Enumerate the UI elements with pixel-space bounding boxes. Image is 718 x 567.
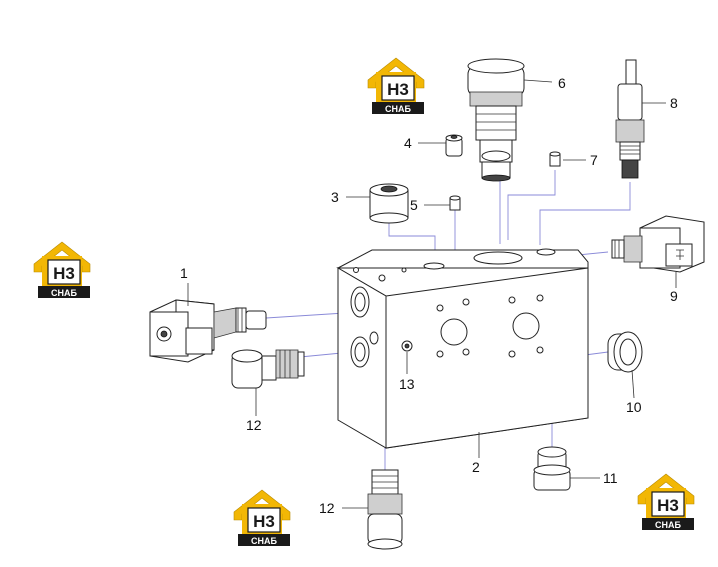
callout-2: 2 [472, 459, 480, 475]
part-10-plug [607, 331, 643, 373]
part-12-cartridge-bottom [367, 469, 403, 550]
logo-caption-text: CHAБ [251, 536, 277, 546]
callout-8: 8 [670, 95, 678, 111]
part-11-fitting [533, 446, 571, 491]
logo-caption-text: CHAБ [385, 104, 411, 114]
logo-top-center: H3 CHAБ [367, 57, 425, 115]
part-8-relief-valve [615, 59, 645, 179]
callout-leaders [187, 79, 677, 509]
part-1-solenoid-valve [149, 299, 267, 363]
callout-4: 4 [404, 135, 412, 151]
callout-10: 10 [626, 399, 642, 415]
callout-5: 5 [410, 197, 418, 213]
callout-6: 6 [558, 75, 566, 91]
part-6-cartridge-valve [467, 58, 525, 182]
callout-9: 9 [670, 288, 678, 304]
callout-1: 1 [180, 265, 188, 281]
part-7-orifice [549, 151, 561, 167]
logo-mark-text: H3 [387, 80, 409, 99]
callout-13: 13 [399, 376, 415, 392]
assembly-guide-lines [265, 170, 631, 470]
callout-7: 7 [590, 152, 598, 168]
logo-left: H3 CHAБ [33, 241, 91, 299]
part-3-plug [369, 183, 409, 224]
callout-11: 11 [603, 470, 618, 486]
part-9-solenoid-valve [611, 215, 705, 273]
callout-numbers: 1 2 3 4 5 6 7 8 9 10 11 12 12 13 [180, 75, 678, 516]
part-12-cartridge-left [231, 349, 305, 389]
callout-12-bottom: 12 [319, 500, 335, 516]
manifold-block [336, 248, 589, 449]
logo-mark-text: H3 [253, 512, 275, 531]
callout-3: 3 [331, 189, 339, 205]
logo-caption-text: CHAБ [51, 288, 77, 298]
logo-bottom-left: H3 CHAБ [233, 489, 291, 547]
part-13-plug [401, 340, 413, 352]
logo-bottom-right: H3 CHAБ [637, 473, 695, 531]
callout-12-left: 12 [246, 417, 262, 433]
logo-caption-text: CHAБ [655, 520, 681, 530]
part-5-orifice [449, 195, 461, 211]
logo-mark-text: H3 [657, 496, 679, 515]
part-4-plug [445, 134, 463, 157]
logo-mark-text: H3 [53, 264, 75, 283]
